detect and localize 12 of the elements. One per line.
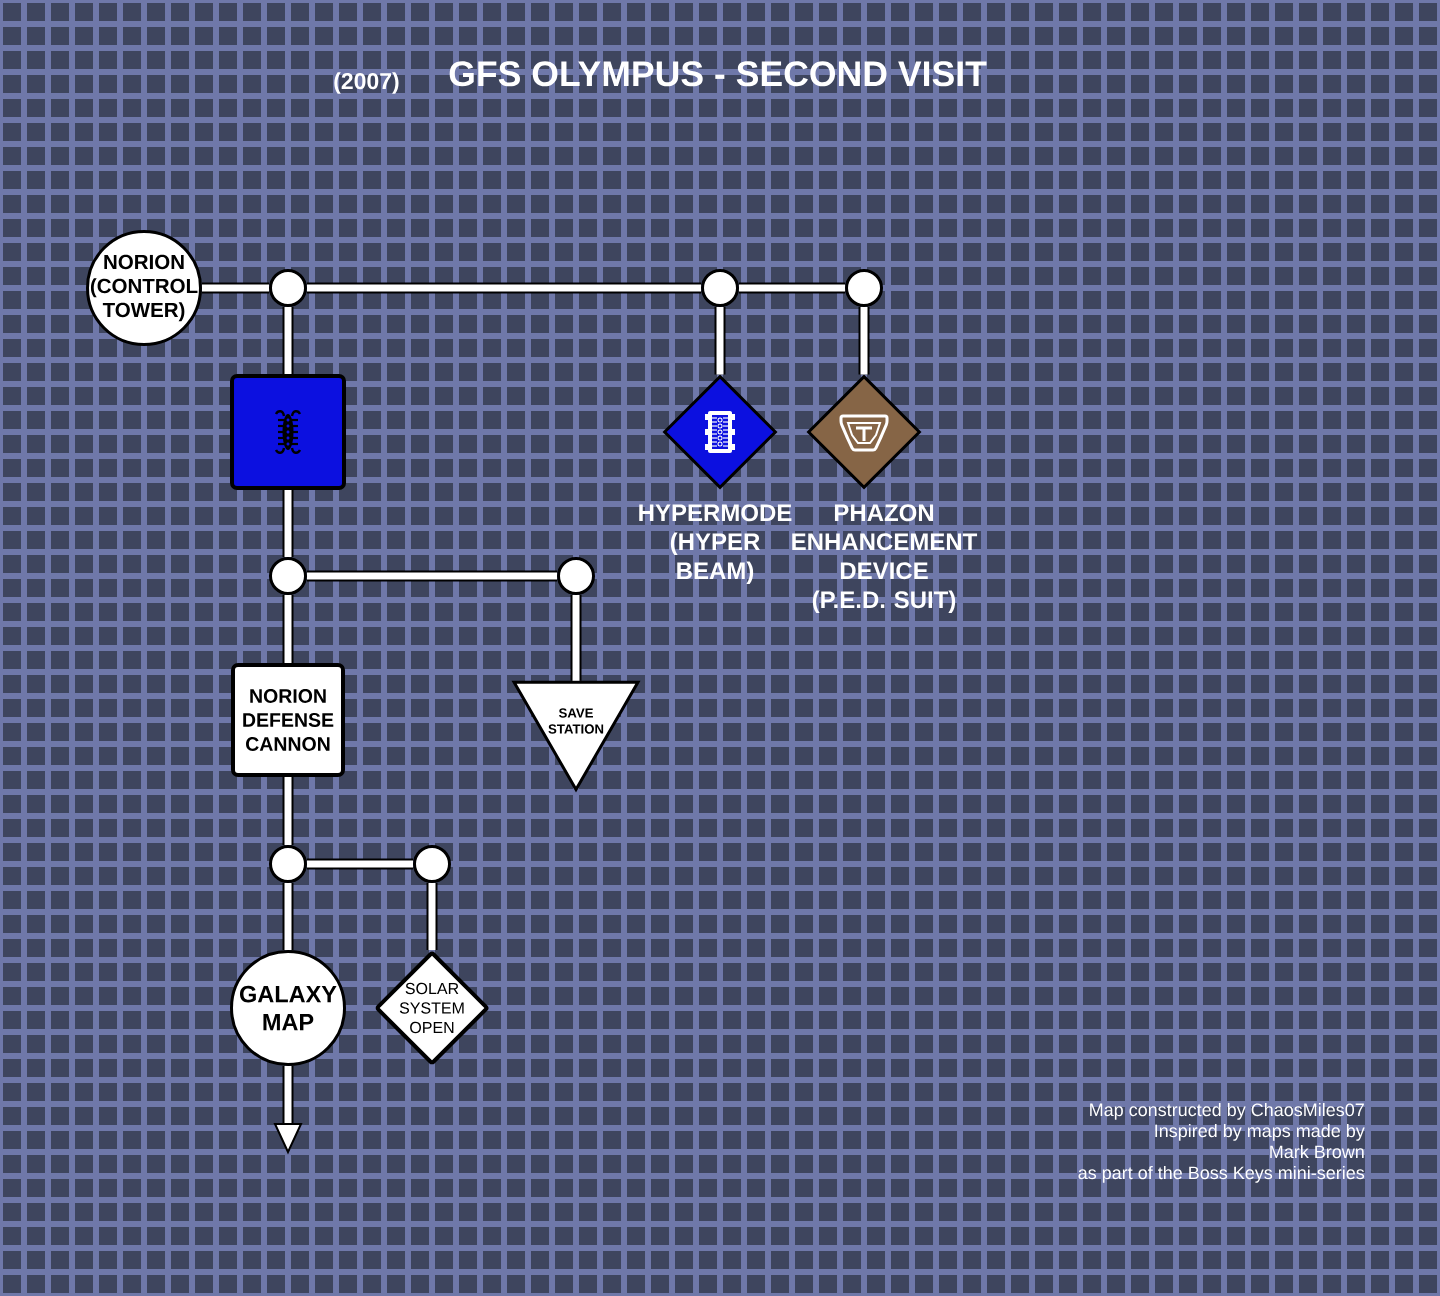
- square-node: NORION DEFENSE CANNON: [231, 663, 345, 777]
- credit-line: Map constructed by ChaosMiles07: [1090, 1102, 1364, 1120]
- circle-node: NORION (CONTROL TOWER): [86, 230, 202, 346]
- credit-line: as part of the Boss Keys mini-series: [1078, 1165, 1365, 1183]
- title: GFS OLYMPUS - SECOND VISIT: [449, 61, 987, 87]
- node-label: HYPERMODE (HYPER BEAM): [639, 504, 792, 584]
- diamond-node: SOLAR SYSTEM OPEN: [375, 951, 489, 1065]
- node-label: PHAZON ENHANCEMENT DEVICE (P.E.D. SUIT): [792, 504, 978, 613]
- credit-line: Inspired by maps made by: [1155, 1123, 1365, 1141]
- circle-node: GALAXY MAP: [230, 950, 346, 1066]
- year-label: (2007): [334, 72, 399, 94]
- credit-line: Mark Brown: [1270, 1144, 1364, 1159]
